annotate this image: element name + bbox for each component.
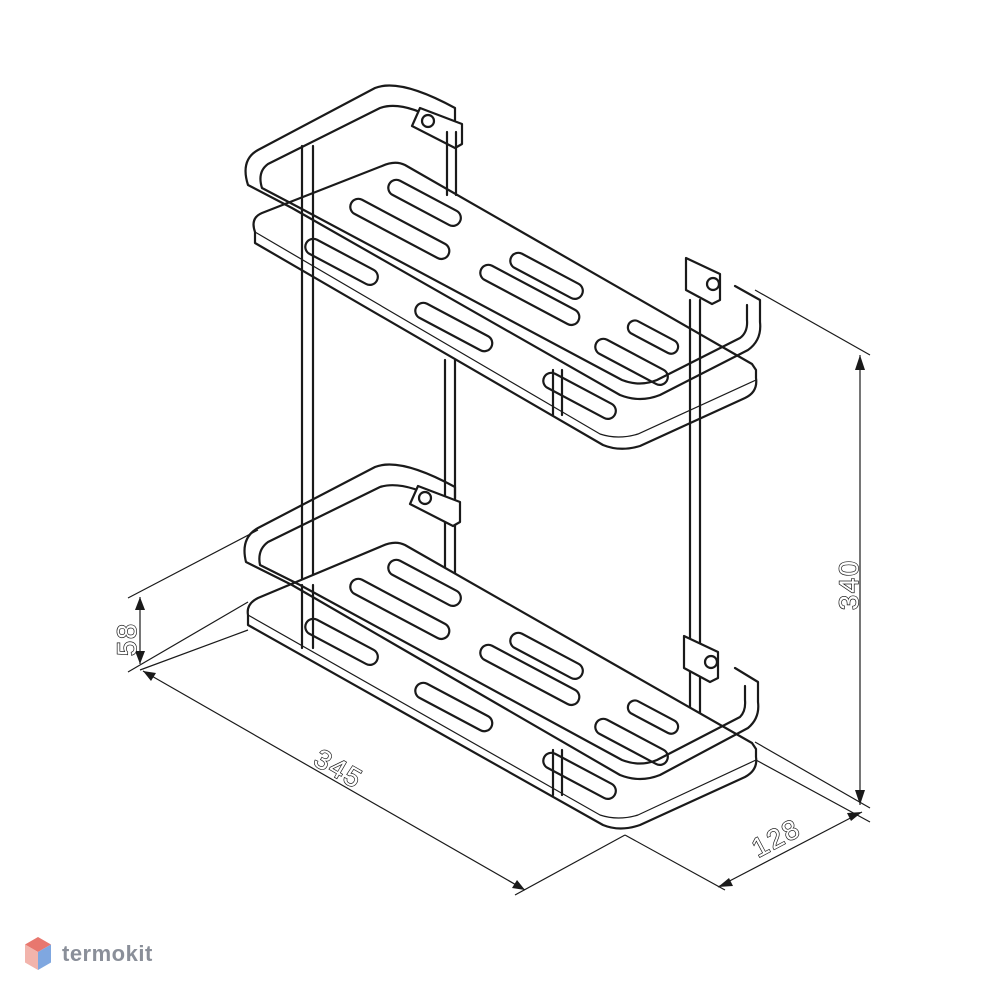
dimension-label-height-total: 340 bbox=[834, 559, 864, 610]
lower-tray-plate bbox=[246, 541, 758, 830]
dimension-lines bbox=[127, 289, 871, 896]
upper-tray-plate bbox=[252, 161, 758, 450]
dimension-label-height-basket: 58 bbox=[112, 622, 142, 656]
upper-rail-inner bbox=[259, 104, 749, 385]
upper-shelf bbox=[244, 84, 762, 450]
lower-rail-inner bbox=[258, 484, 747, 765]
upper-right-screw-hole bbox=[705, 276, 721, 292]
logo-text: termokit bbox=[62, 941, 153, 966]
lower-right-bracket bbox=[682, 634, 720, 684]
upper-left-screw-hole bbox=[420, 113, 436, 129]
upper-left-bracket bbox=[410, 106, 464, 150]
termokit-logo: termokit bbox=[24, 934, 153, 974]
lower-tray-slots bbox=[304, 558, 680, 800]
lower-left-screw-hole bbox=[417, 490, 433, 506]
upper-rail-outer bbox=[244, 84, 762, 401]
lower-left-bracket bbox=[408, 484, 462, 528]
lower-shelf bbox=[243, 463, 760, 830]
upper-tray-slots bbox=[304, 178, 680, 420]
upper-right-bracket bbox=[684, 256, 722, 306]
lower-rail-outer bbox=[243, 463, 760, 781]
hexagon-cube-icon bbox=[25, 937, 51, 970]
dimension-label-depth: 128 bbox=[747, 813, 806, 863]
lower-right-screw-hole bbox=[703, 654, 719, 670]
dimension-label-width: 345 bbox=[309, 743, 368, 795]
